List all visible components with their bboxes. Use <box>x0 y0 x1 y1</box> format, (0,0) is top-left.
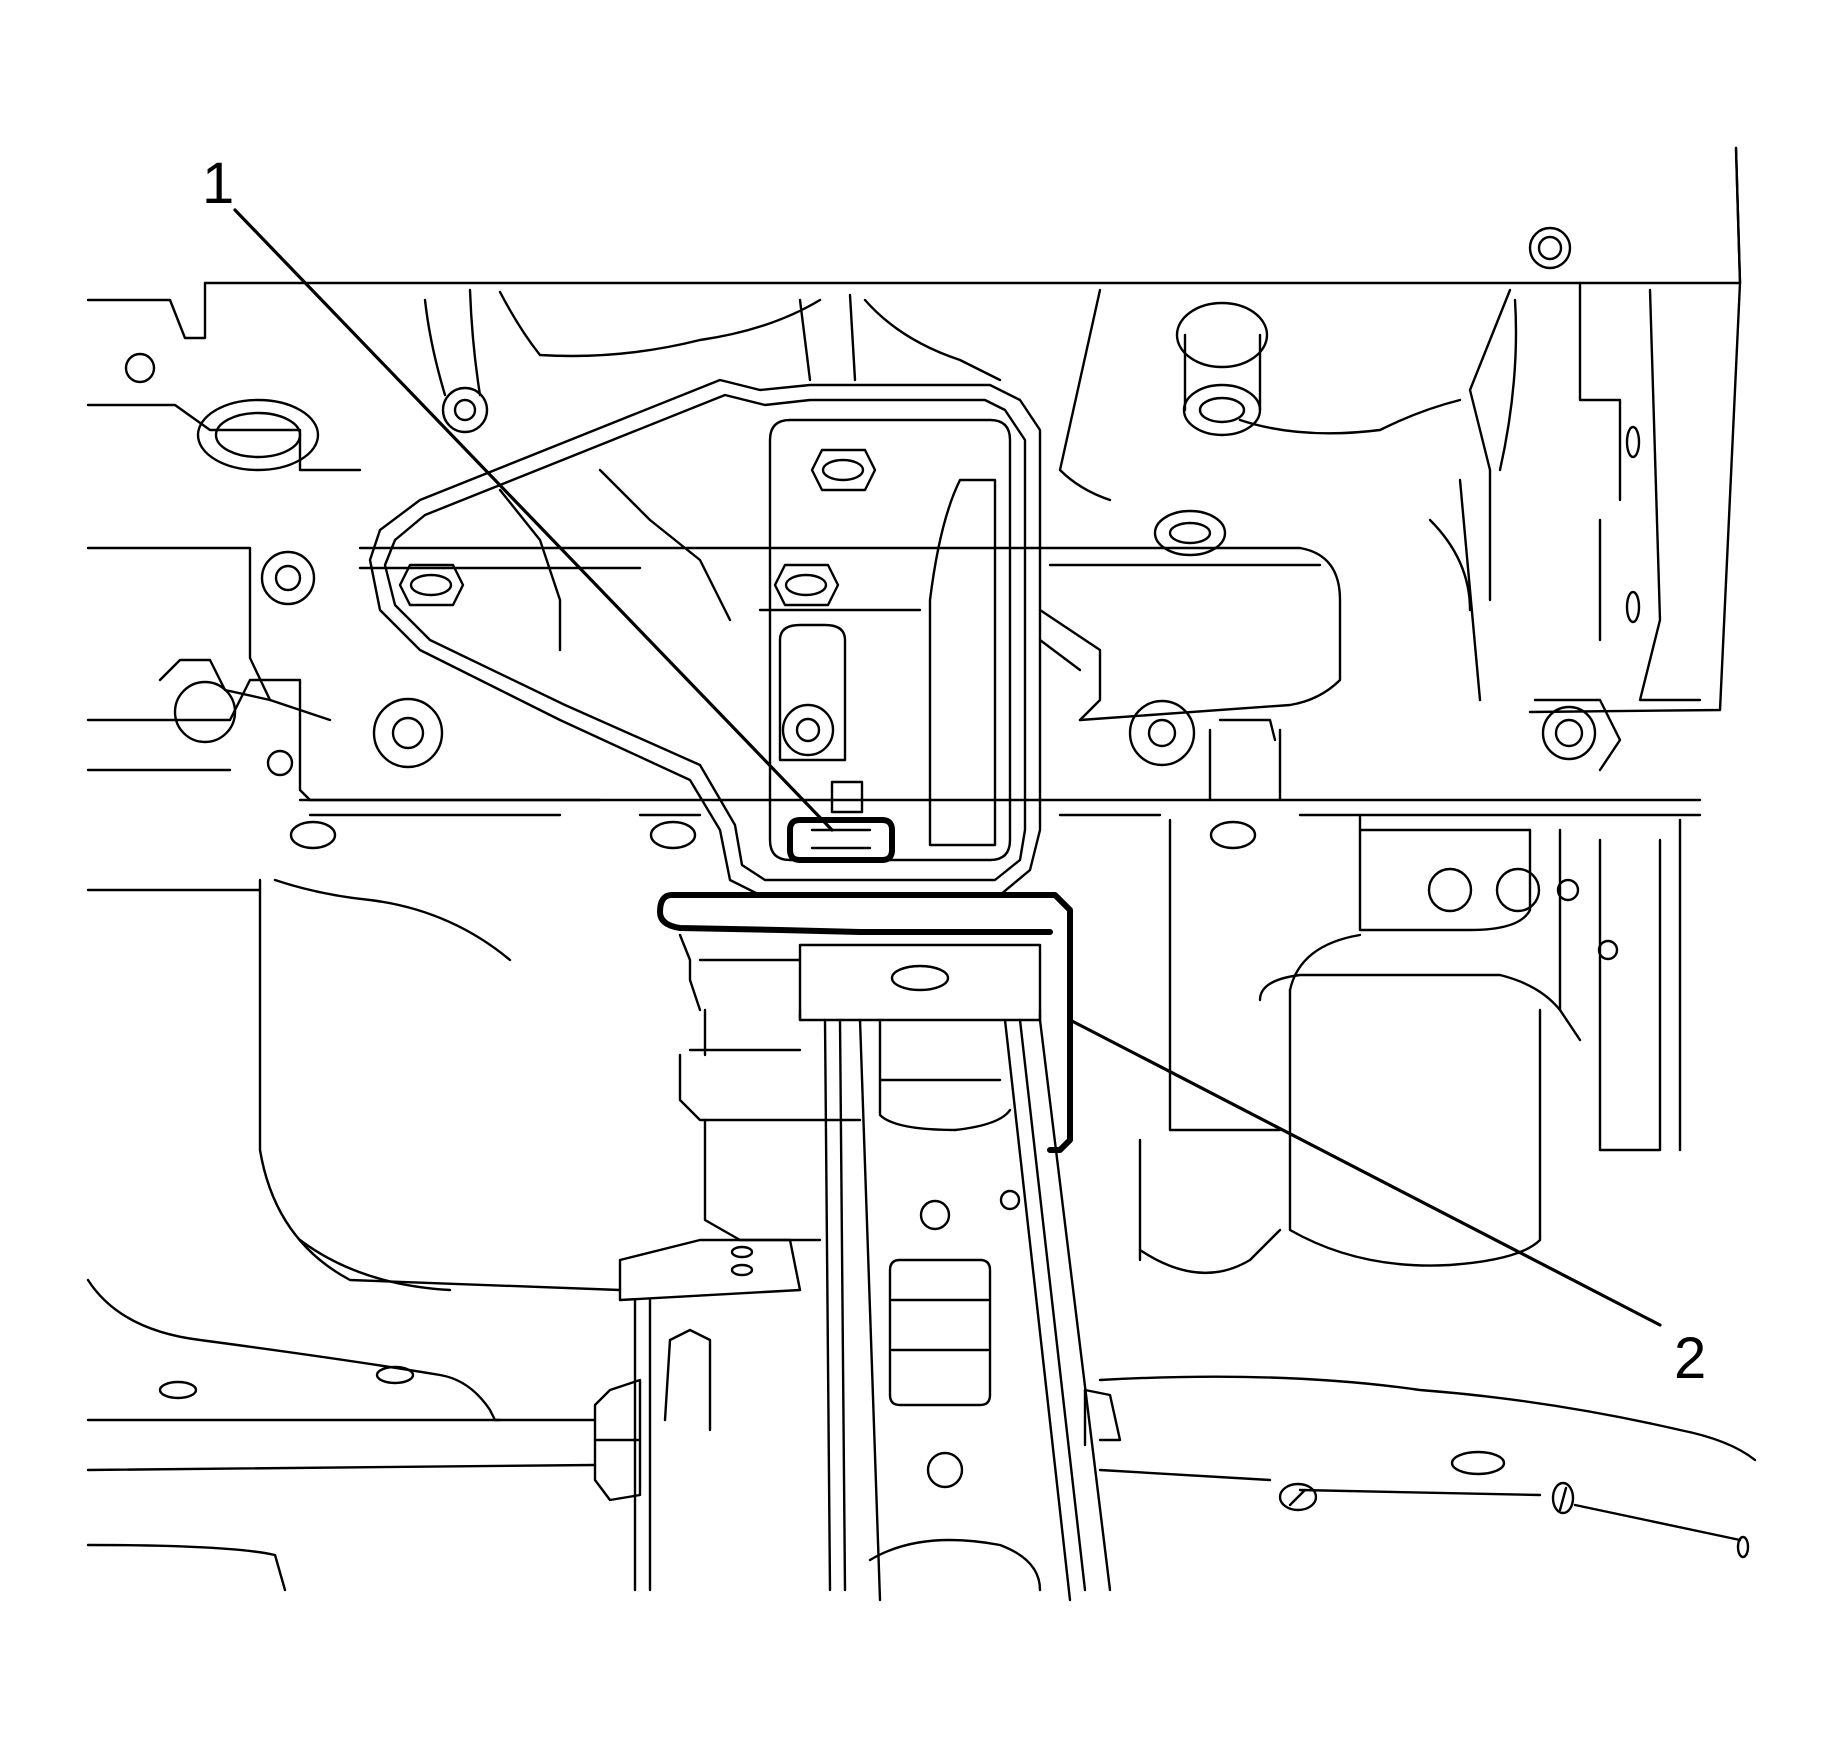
leader-lines <box>233 208 1662 1327</box>
callout-2: 2 <box>1674 1326 1707 1391</box>
engine-block <box>86 146 1742 850</box>
mount-nut-highlight <box>787 780 895 863</box>
lower-panel <box>86 1278 1757 1592</box>
bracket-bolt-left <box>398 563 465 607</box>
leader-line-1 <box>233 208 834 832</box>
leader-line-2 <box>1068 1018 1662 1327</box>
subframe-bolt <box>593 1378 642 1502</box>
callout-1: 1 <box>202 151 235 216</box>
mount-bracket <box>368 378 1102 897</box>
oil-pan <box>86 878 622 1292</box>
subframe <box>593 1018 1122 1602</box>
bracket-bolt-mid <box>773 563 840 607</box>
bracket-bolt-top <box>810 448 877 492</box>
oil-filter <box>1138 813 1682 1275</box>
mount-insulator <box>657 892 1073 1242</box>
